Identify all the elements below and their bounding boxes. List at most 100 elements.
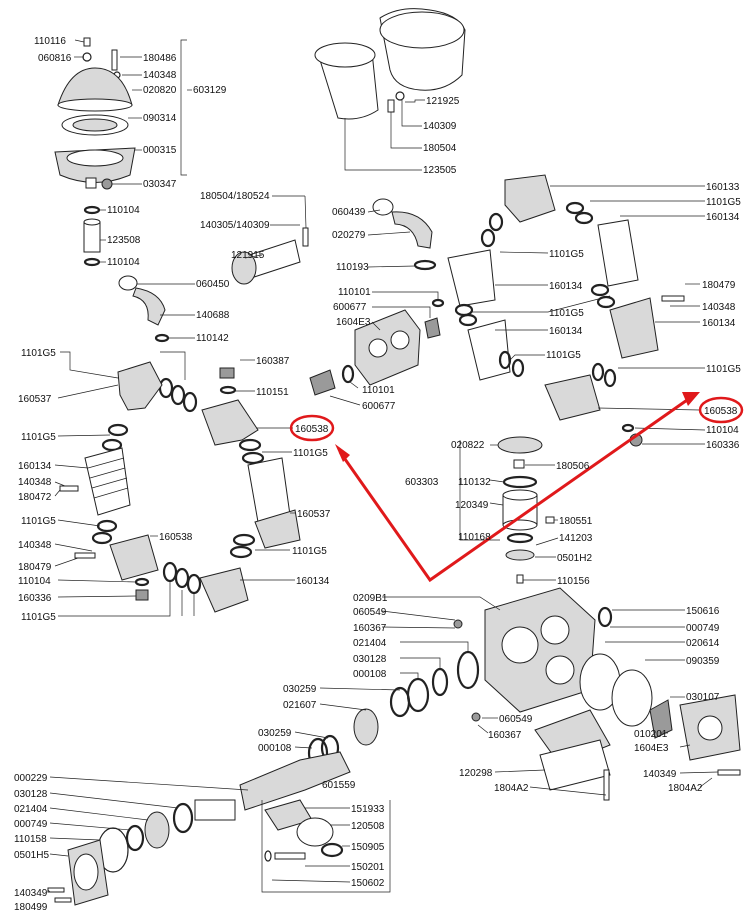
label-030107: 030107 [686, 692, 720, 703]
highlights [289, 392, 744, 583]
label-090314: 090314 [143, 113, 177, 124]
label-060816: 060816 [38, 53, 72, 64]
part-123505-rim [314, 42, 376, 68]
label-1604E3-a: 1604E3 [336, 317, 371, 328]
oring-l3 [182, 391, 198, 413]
label-1604E3-b: 1604E3 [634, 743, 669, 754]
label-121925: 121925 [426, 96, 460, 107]
part-160134-r2 [447, 249, 496, 307]
red-arrowhead-right [682, 392, 700, 406]
part-180499 [54, 897, 72, 903]
part-120298-cover [539, 739, 611, 791]
part-021607-bearing [353, 708, 379, 746]
part-180504 [387, 99, 395, 113]
part-labels: 110116 060816 180486 140348 020820 60312… [14, 36, 741, 913]
oring-l10 [186, 573, 202, 595]
label-0501H5: 0501H5 [14, 850, 49, 861]
label-160367-a: 160367 [353, 623, 387, 634]
label-140348-d: 140348 [702, 302, 736, 313]
label-140688: 140688 [196, 310, 230, 321]
label-110168: 110168 [458, 532, 491, 543]
label-180479-b: 180479 [702, 280, 736, 291]
part-160134-r3 [609, 297, 659, 359]
crankcase-bore-1 [501, 626, 539, 664]
part-180472 [59, 485, 79, 492]
label-150616: 150616 [686, 606, 720, 617]
label-030128-b: 030128 [14, 789, 48, 800]
label-140349-b: 140349 [14, 888, 48, 899]
label-000315: 000315 [143, 145, 177, 156]
part-180506 [513, 459, 525, 469]
oring-r2 [574, 211, 594, 225]
part-110101-b [341, 364, 355, 384]
part-180486-screw [111, 49, 118, 71]
label-160537-a: 160537 [18, 394, 52, 405]
part-090314-inner [72, 118, 118, 132]
oring-l1 [158, 377, 174, 399]
oring-l7 [91, 531, 113, 545]
label-021404-b: 021404 [14, 804, 48, 815]
label-160537-b: 160537 [297, 509, 331, 520]
oring-l8 [162, 561, 178, 583]
label-1101G5-a: 1101G5 [21, 348, 56, 359]
part-180551 [545, 516, 555, 524]
red-arrow-line [338, 396, 691, 583]
part-021404-b [144, 811, 170, 849]
label-1804A2-a: 1804A2 [494, 783, 529, 794]
label-600677-b: 600677 [362, 401, 396, 412]
part-110104-right [621, 423, 635, 433]
oring-r4 [480, 228, 496, 248]
label-180506: 180506 [556, 461, 590, 472]
crankcase-bore-3 [545, 655, 575, 685]
label-160134-c: 160134 [706, 212, 740, 223]
label-150201: 150201 [351, 862, 385, 873]
left-manifold-group [59, 361, 301, 613]
label-1101G5-d: 1101G5 [21, 516, 56, 527]
part-0209B1-crankcase [484, 587, 596, 713]
part-160134-left-tube [84, 447, 131, 516]
part-140309 [395, 91, 405, 101]
part-060450-nut [118, 275, 138, 291]
label-000108-a: 000108 [353, 669, 387, 680]
label-020614: 020614 [686, 638, 720, 649]
label-140348-a: 140348 [143, 70, 177, 81]
oring-r12 [603, 368, 617, 388]
label-160134-f: 160134 [549, 326, 583, 337]
part-110104-a [83, 205, 101, 215]
oring-l2 [170, 384, 186, 406]
part-030128-a [431, 667, 449, 697]
label-150905: 150905 [351, 842, 385, 853]
crankcase-group [307, 587, 741, 801]
part-140688-hose [132, 287, 166, 326]
filter-elbow-group [231, 198, 437, 285]
label-000108-b: 000108 [258, 743, 292, 754]
label-180551: 180551 [559, 516, 593, 527]
label-1101G5-e: 1101G5 [292, 546, 327, 557]
oring-l4 [107, 423, 129, 437]
label-1101G5-h: 1101G5 [549, 249, 584, 260]
part-150602 [264, 850, 272, 862]
label-030259-a: 030259 [283, 684, 317, 695]
part-000108-a [406, 677, 430, 713]
piston-kit-group [497, 436, 555, 584]
label-120349: 120349 [455, 500, 489, 511]
oring-r8 [458, 313, 478, 327]
label-000229: 000229 [14, 773, 48, 784]
label-110158: 110158 [14, 834, 47, 845]
part-110116 [83, 37, 91, 47]
label-1101G5-f: 1101G5 [21, 612, 56, 623]
label-1101G5-g: 1101G5 [706, 197, 741, 208]
label-0501H2: 0501H2 [557, 553, 592, 564]
label-060450: 060450 [196, 279, 230, 290]
label-160134-e: 160134 [702, 318, 736, 329]
part-110132 [502, 475, 538, 489]
label-123508: 123508 [107, 235, 141, 246]
part-121915-flange [231, 251, 257, 285]
label-060549-a: 060549 [353, 607, 387, 618]
label-1101G5-c: 1101G5 [293, 448, 328, 459]
label-603303: 603303 [405, 477, 439, 488]
part-1604E3-head [354, 309, 421, 386]
part-020820-cover [57, 67, 133, 106]
label-110104-b: 110104 [107, 257, 140, 268]
